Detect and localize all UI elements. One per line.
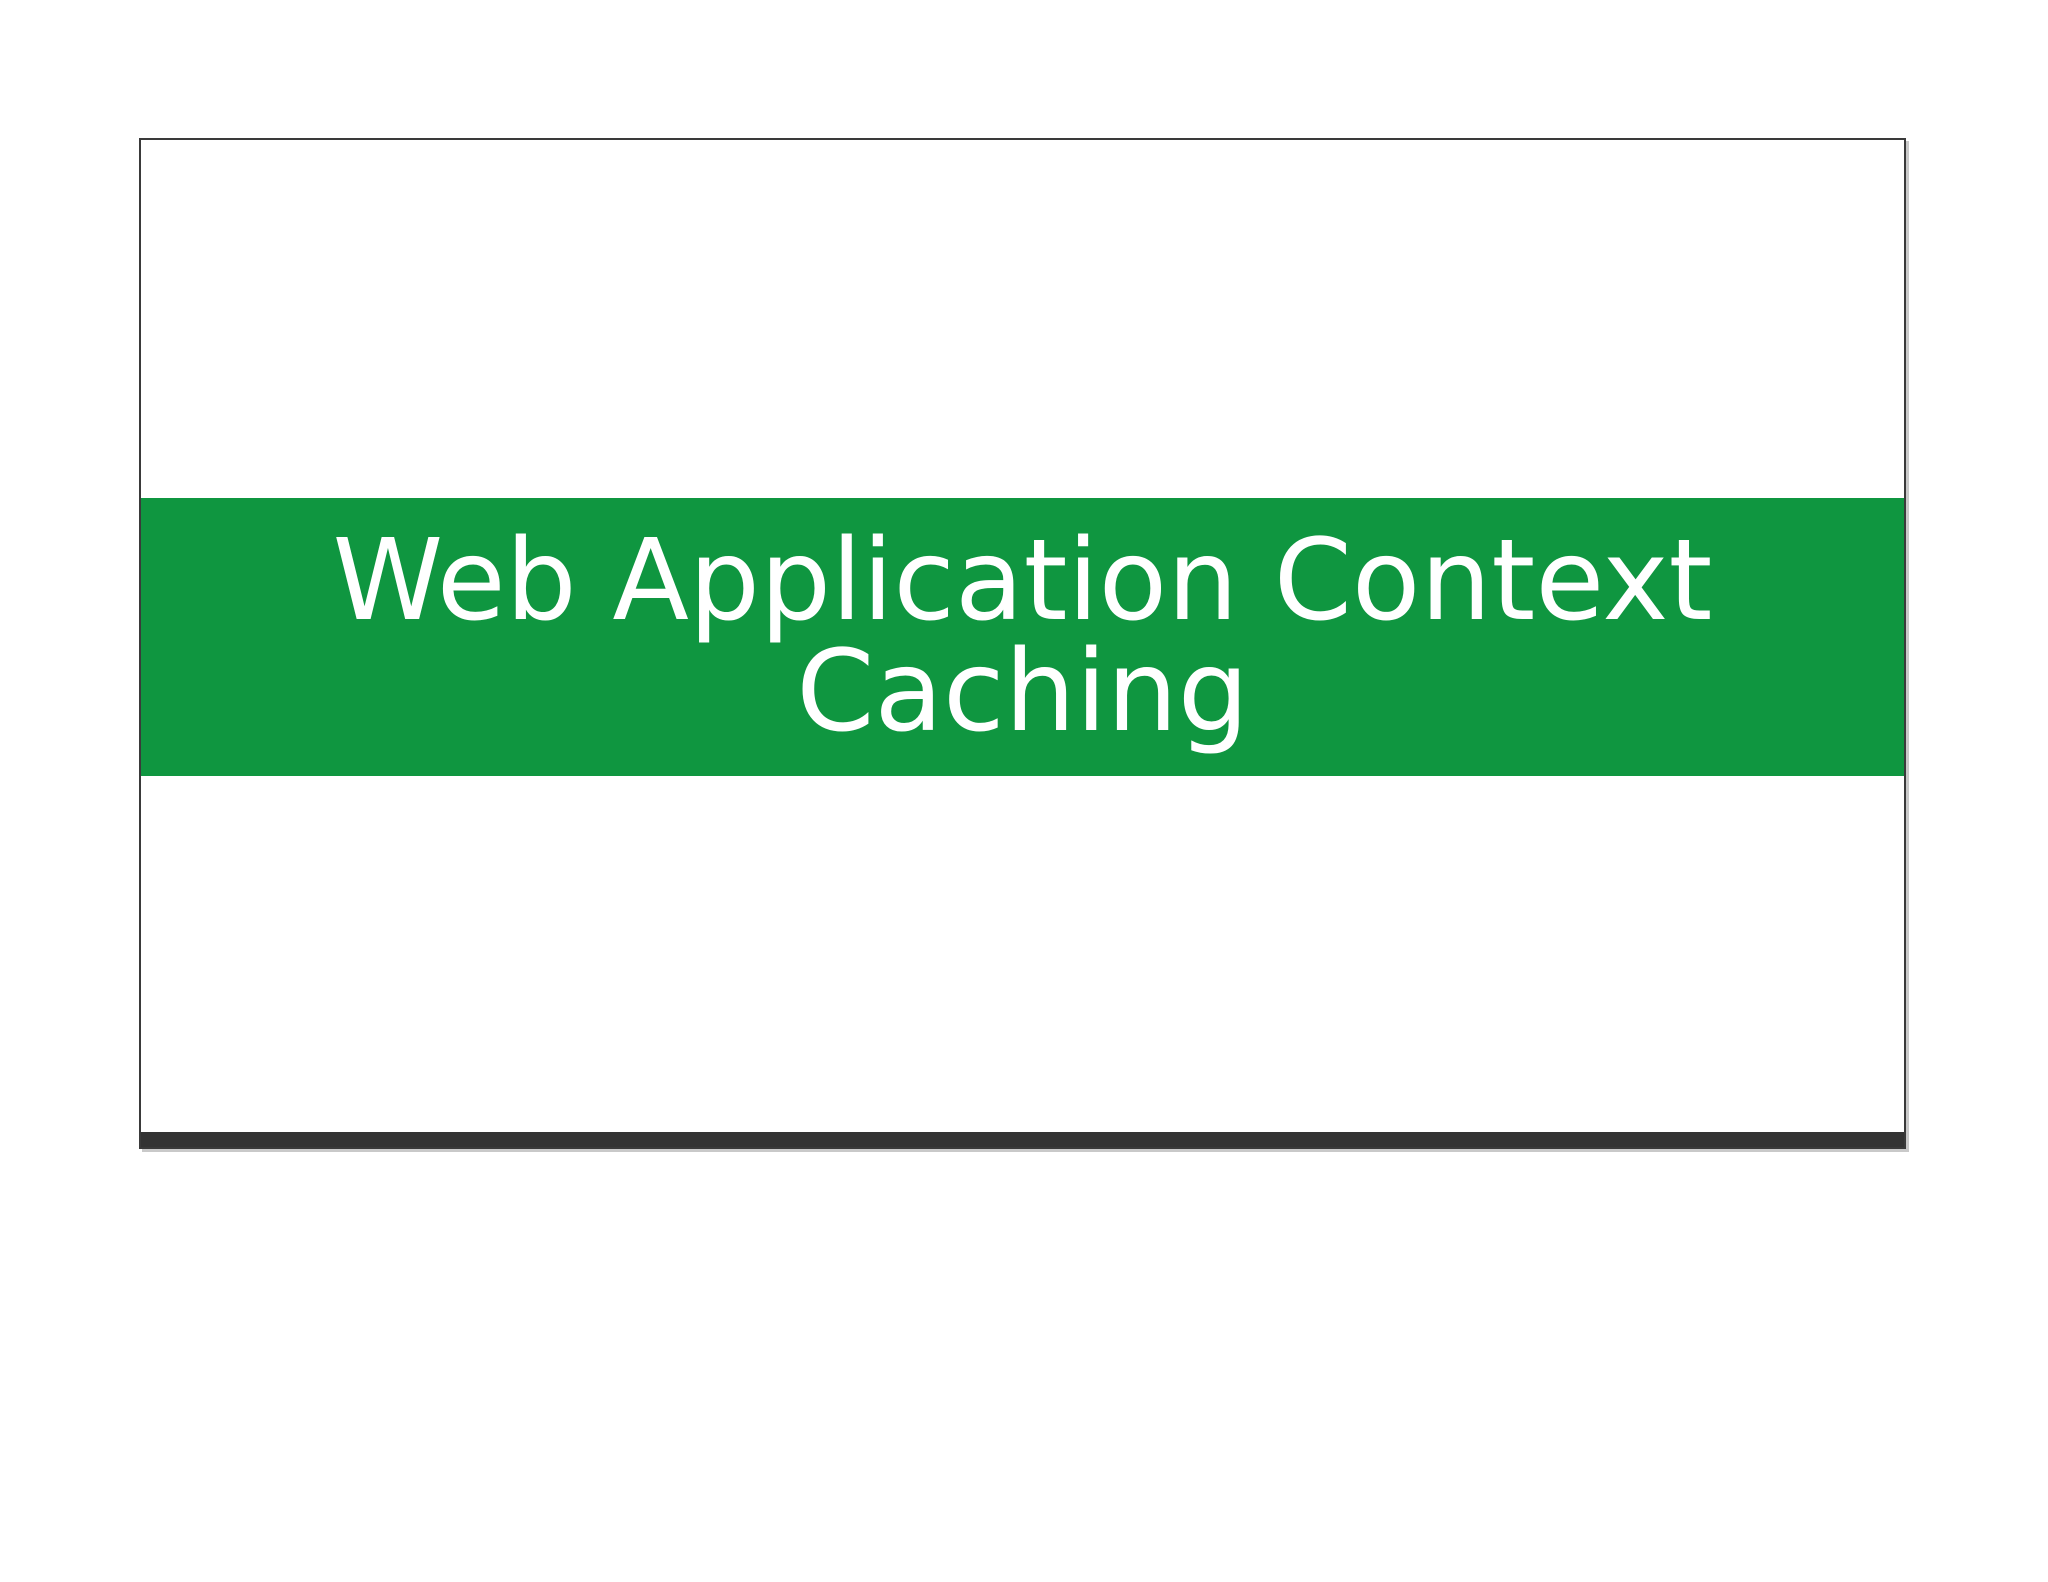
slide-title: Web Application Context Caching — [332, 516, 1713, 757]
bottom-accent-bar — [141, 1132, 1904, 1147]
slide: Web Application Context Caching — [139, 138, 1906, 1149]
title-band: Web Application Context Caching — [141, 498, 1904, 776]
